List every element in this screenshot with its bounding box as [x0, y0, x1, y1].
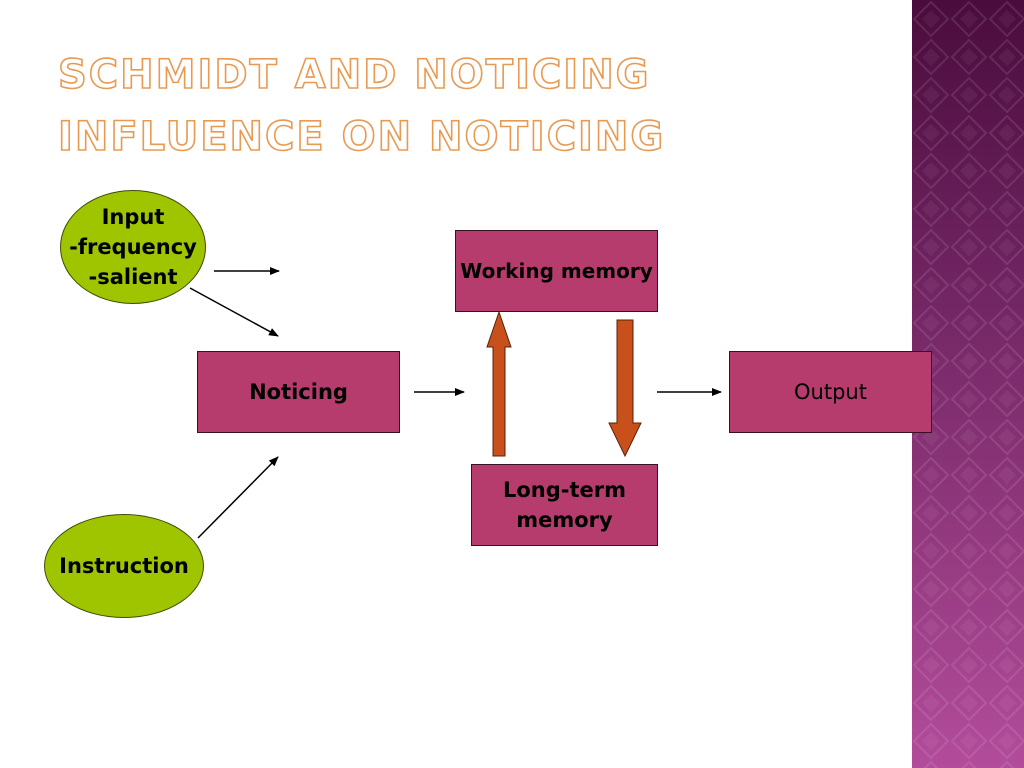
instruction-ellipse: Instruction	[44, 514, 204, 618]
input-line-1: Input	[101, 205, 165, 229]
working-memory-label: Working memory	[460, 259, 653, 283]
thick-arrow-up	[486, 310, 512, 457]
working-memory-box: Working memory	[455, 230, 658, 312]
input-line-3: -salient	[88, 265, 178, 289]
long-term-memory-line-1: Long-term	[502, 478, 627, 502]
input-ellipse: Input -frequency -salient	[60, 190, 206, 304]
noticing-label: Noticing	[249, 380, 348, 404]
thick-arrow-down	[608, 319, 642, 458]
slide-title: Schmidt and noticing Influence on notici…	[57, 44, 838, 168]
title-line-2: Influence on noticing	[57, 113, 666, 161]
noticing-box: Noticing	[197, 351, 400, 433]
output-box: Output	[729, 351, 932, 433]
arrow-instruction-to-noticing	[197, 456, 279, 539]
title-line-1: Schmidt and noticing	[57, 51, 651, 99]
arrow-input-to-noticing	[189, 287, 279, 337]
long-term-memory-line-2: memory	[516, 508, 613, 532]
instruction-label: Instruction	[59, 554, 189, 578]
long-term-memory-box: Long-term memory	[471, 464, 658, 546]
input-line-2: -frequency	[69, 235, 197, 259]
output-label: Output	[794, 380, 867, 404]
